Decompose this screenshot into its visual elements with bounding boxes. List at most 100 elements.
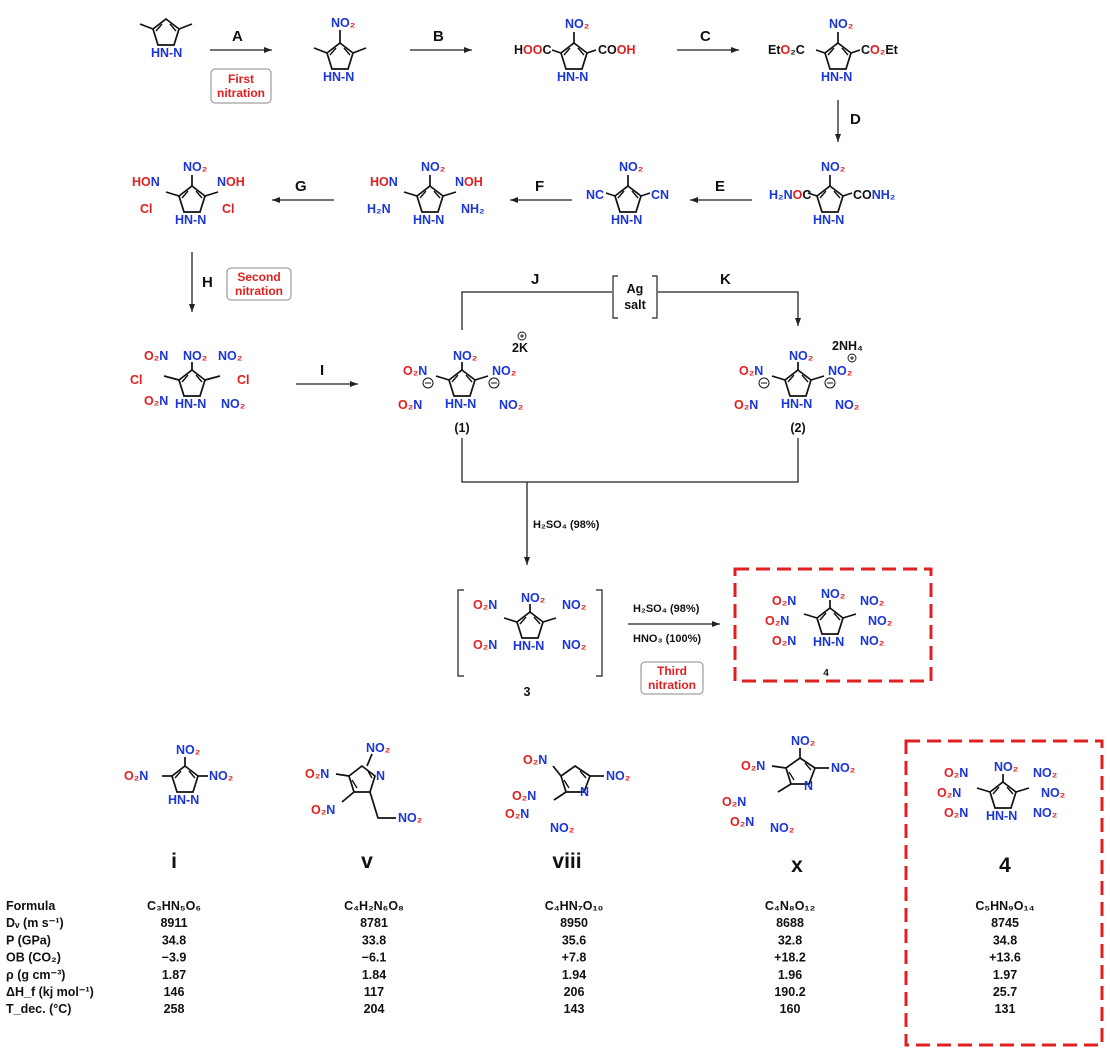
highlight-box-scheme [733, 567, 933, 683]
first-nitration-tag [210, 68, 272, 104]
compound-i-label: i [171, 850, 177, 873]
svg-text:O₂N: O₂N [741, 759, 765, 773]
svg-text:HN-N: HN-N [413, 213, 444, 227]
svg-text:O₂N: O₂N [765, 614, 789, 628]
compound-x-label: x [791, 854, 803, 877]
svg-text:NO₂: NO₂ [791, 734, 815, 748]
svg-text:O₂N: O₂N [403, 364, 427, 378]
structure-i: NO₂ O₂N NO₂ HN-N [124, 743, 233, 807]
svg-text:HON: HON [370, 175, 398, 189]
svg-text:CN: CN [651, 188, 669, 202]
svg-text:NO₂: NO₂ [1033, 766, 1057, 780]
compound-viii-label: viii [552, 850, 581, 873]
table-cell: 1.97 [993, 968, 1017, 982]
table-cell: 8781 [360, 916, 388, 930]
svg-text:O₂N: O₂N [772, 634, 796, 648]
step-g-label: G [295, 178, 307, 195]
svg-text:NC: NC [586, 188, 604, 202]
table-cell: 32.8 [778, 933, 802, 947]
table-cell: 35.6 [562, 933, 586, 947]
svg-text:NO₂: NO₂ [209, 769, 233, 783]
svg-text:HN-N: HN-N [175, 397, 206, 411]
table-row-label: P (GPa) [6, 933, 51, 947]
table-cell: 8745 [991, 916, 1019, 930]
svg-text:NO₂: NO₂ [860, 594, 884, 608]
svg-text:HN-N: HN-N [781, 397, 812, 411]
table-cell: 146 [164, 985, 185, 999]
compound-4-scheme-label: 4 [823, 668, 829, 679]
table-cell: −6.1 [362, 951, 387, 965]
svg-text:O₂N: O₂N [523, 753, 547, 767]
svg-text:HN-N: HN-N [513, 639, 544, 653]
table-cell: 117 [364, 985, 384, 999]
table-cell: 33.8 [362, 933, 386, 947]
svg-text:NO₂: NO₂ [499, 398, 523, 412]
table-cell: 204 [364, 1002, 385, 1016]
svg-text:NO₂: NO₂ [521, 591, 545, 605]
svg-text:NO₂: NO₂ [421, 160, 445, 174]
compound-4-scheme: NO₂ O₂N O₂N O₂N NO₂ NO₂ NO₂ HN-N [765, 587, 892, 649]
svg-text:NO₂: NO₂ [176, 743, 200, 757]
svg-text:NO₂: NO₂ [565, 17, 589, 31]
svg-text:NO₂: NO₂ [1033, 806, 1057, 820]
hydroximoyl-chloride: NO₂ HON Cl NOH Cl HN-N [132, 160, 245, 227]
svg-text:HN-N: HN-N [168, 793, 199, 807]
structure-4: NO₂ O₂N O₂N O₂N NO₂ NO₂ NO₂ HN-N [937, 760, 1065, 823]
table-cell: 258 [164, 1002, 185, 1016]
ag-salt-brackets [612, 275, 658, 319]
svg-text:NO₂: NO₂ [183, 349, 207, 363]
svg-text:N: N [580, 785, 589, 799]
table-cell: 8688 [776, 916, 804, 930]
step-j-label: J [531, 271, 539, 288]
svg-text:O₂N: O₂N [144, 394, 168, 408]
pyrazole-start: HN-N [139, 18, 193, 60]
diamide: NO₂ H₂NOC CONH₂ HN-N [769, 160, 895, 227]
compound-1-potassium-salt: NO₂ O₂N O₂N NO₂ NO₂ HN-N [398, 331, 527, 412]
route-convergence [461, 438, 799, 483]
table-cell: 1.94 [562, 968, 586, 982]
compound-2-label: (2) [790, 421, 805, 435]
svg-text:NO₂: NO₂ [221, 397, 245, 411]
structure-x: NO₂ O₂N NO₂ O₂N O₂N NO₂ N [722, 734, 855, 835]
svg-text:N: N [376, 769, 385, 783]
svg-text:NO₂: NO₂ [835, 398, 859, 412]
ag-salt-line1: Ag [627, 282, 644, 296]
step-i-label: I [320, 362, 324, 379]
compound-3-intermediate: NO₂ O₂N O₂N NO₂ NO₂ HN-N [457, 589, 603, 677]
table-row-label: OB (CO₂) [6, 951, 61, 965]
third-nitration-tag [640, 661, 704, 695]
svg-text:EtO₂C: EtO₂C [768, 43, 805, 57]
step-c-label: C [700, 28, 711, 45]
acid-condition-1: H₂SO₄ (98%) [533, 519, 600, 531]
step-a-label: A [232, 28, 243, 45]
first-nitration-line2: nitration [217, 86, 265, 100]
step-h-label: H [202, 274, 213, 291]
route-j [461, 291, 612, 330]
nitro-pyrazole: NO₂ HN-N [313, 16, 367, 84]
bis-amidoxime: NO₂ HON H₂N NOH NH₂ HN-N [367, 160, 485, 227]
ag-salt-line2: salt [624, 298, 646, 312]
svg-text:HOOC: HOOC [514, 43, 552, 57]
svg-text:NO₂: NO₂ [994, 760, 1018, 774]
table-cell: 1.87 [162, 968, 186, 982]
svg-text:HN-N: HN-N [323, 70, 354, 84]
svg-text:NO₂: NO₂ [366, 741, 390, 755]
svg-text:NO₂: NO₂ [1041, 786, 1065, 800]
svg-text:NO₂: NO₂ [821, 160, 845, 174]
table-cell: 1.96 [778, 968, 802, 982]
table-cell: 206 [564, 985, 585, 999]
step-d-label: D [850, 111, 861, 128]
compound-1-label: (1) [454, 421, 469, 435]
table-row-label: ΔH_f (kj mol⁻¹) [6, 985, 94, 999]
compound-4-label: 4 [999, 854, 1011, 877]
compound-2-ammonium-salt: NO₂ O₂N O₂N NO₂ NO₂ HN-N [734, 349, 859, 412]
table-cell: 34.8 [993, 933, 1017, 947]
svg-text:HN-N: HN-N [557, 70, 588, 84]
table-cell: C₅HN₉O₁₄ [975, 899, 1034, 913]
svg-text:NOH: NOH [217, 175, 245, 189]
svg-text:NO₂: NO₂ [619, 160, 643, 174]
table-row-label: ρ (g cm⁻³) [6, 968, 65, 982]
